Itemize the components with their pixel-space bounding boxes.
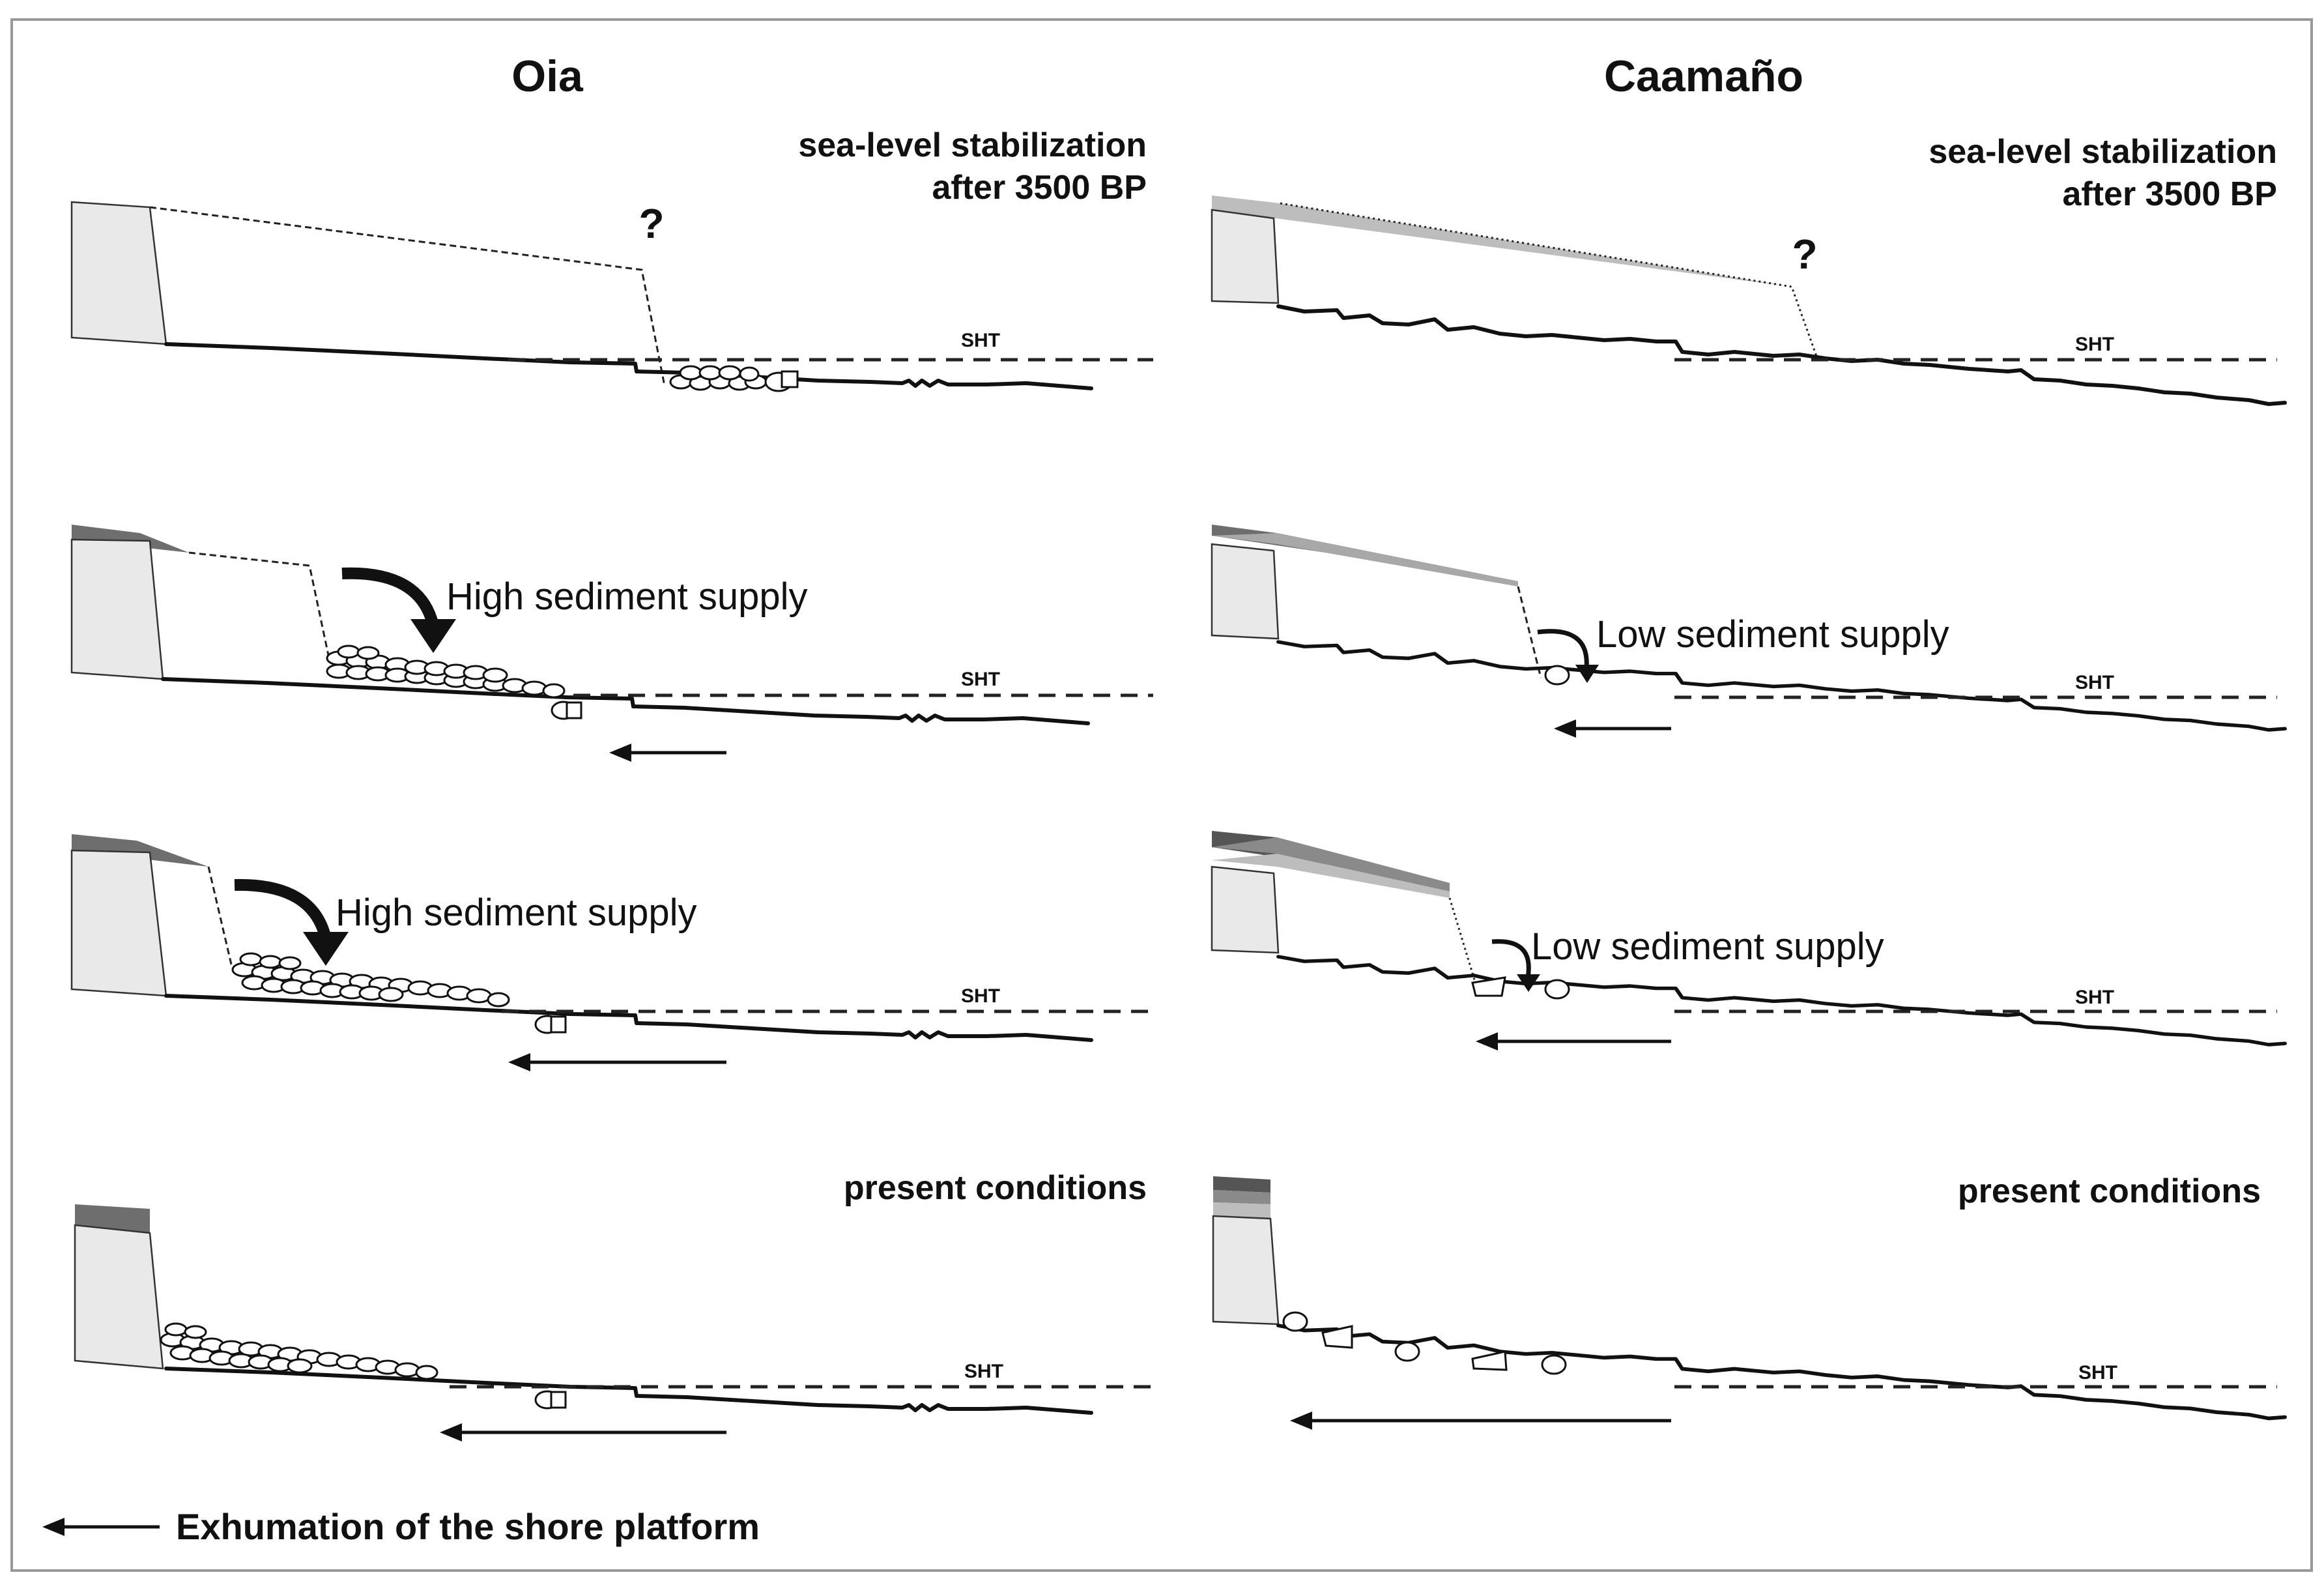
oia-panel-1: sea-level stabilization after 3500 BP ? …	[70, 126, 1153, 392]
oia-boulders-3	[231, 952, 567, 1034]
caamano-boulder-4a	[1282, 1311, 1308, 1332]
oia-stage-label-4: present conditions	[844, 1169, 1147, 1207]
caamano-boulder-4d	[1471, 1350, 1508, 1371]
oia-supply-label-2: High sediment supply	[446, 575, 808, 618]
caamano-sht-1: SHT	[2075, 334, 2114, 355]
oia-cliff-4	[74, 1224, 164, 1370]
oia-sht-1: SHT	[961, 330, 1000, 351]
caamano-panel-1: sea-level stabilization after 3500 BP ? …	[1211, 133, 2285, 404]
oia-supply-arrow-3	[234, 878, 332, 940]
caamano-boulder-3b	[1544, 979, 1570, 1000]
oia-supply-arrow-2	[341, 567, 439, 628]
caamano-supply-arrow-2	[1537, 629, 1589, 669]
oia-panel-4: present conditions SHT	[74, 1169, 1153, 1442]
caamano-stage-label-1b: after 3500 BP	[2062, 175, 2277, 213]
oia-panel-2: SHT High sediment supply	[70, 525, 1153, 762]
caamano-sht-4: SHT	[2078, 1362, 2117, 1384]
oia-stage-label-1: sea-level stabilization	[798, 126, 1147, 164]
caamano-panel-3: SHT Low sediment supply	[1211, 831, 2285, 1051]
caamano-cliff-4	[1212, 1215, 1280, 1326]
oia-cliff-3	[70, 849, 167, 997]
caamano-question-1: ?	[1792, 231, 1817, 278]
caamano-sht-2: SHT	[2075, 672, 2114, 693]
oia-boulders-1	[669, 365, 799, 392]
caamano-boulder-4c	[1394, 1341, 1420, 1362]
oia-cliff-1	[70, 201, 167, 345]
oia-question-1: ?	[638, 200, 664, 247]
caamano-supply-label-3: Low sediment supply	[1531, 925, 1884, 968]
oia-boulders-4	[160, 1322, 567, 1410]
left-column-title: Oia	[511, 51, 584, 101]
oia-boulders-2	[326, 645, 582, 720]
legend-label: Exhumation of the shore platform	[176, 1506, 760, 1547]
right-column-title: Caamaño	[1604, 51, 1803, 101]
caamano-cliff-1	[1211, 209, 1280, 304]
caamano-boulder-4e	[1541, 1354, 1567, 1375]
caamano-stage-label-4: present conditions	[1958, 1172, 2261, 1210]
caamano-boulder-3a	[1471, 976, 1506, 997]
caamano-cliff-3	[1211, 865, 1280, 954]
caamano-sht-3: SHT	[2075, 987, 2114, 1008]
oia-cliff-2	[70, 538, 164, 680]
caamano-supply-label-2: Low sediment supply	[1596, 613, 1949, 656]
caamano-supply-arrow-3	[1491, 939, 1531, 978]
oia-sht-4: SHT	[964, 1361, 1003, 1382]
caamano-boulder-4b	[1321, 1325, 1353, 1349]
oia-supply-label-3: High sediment supply	[336, 891, 697, 934]
oia-sht-3: SHT	[961, 985, 1000, 1007]
legend: Exhumation of the shore platform	[42, 1506, 760, 1547]
oia-sht-2: SHT	[961, 669, 1000, 690]
caamano-panel-4: present conditions SHT	[1212, 1172, 2285, 1430]
oia-panel-3: SHT High sediment supply	[70, 834, 1153, 1071]
caamano-boulder-2	[1544, 665, 1570, 686]
caamano-stage-label-1: sea-level stabilization	[1929, 133, 2277, 171]
caamano-panel-2: SHT Low sediment supply	[1211, 525, 2285, 738]
figure-frame	[10, 18, 2313, 1572]
caamano-cliff-2	[1211, 543, 1280, 640]
oia-stage-label-1b: after 3500 BP	[932, 169, 1147, 207]
